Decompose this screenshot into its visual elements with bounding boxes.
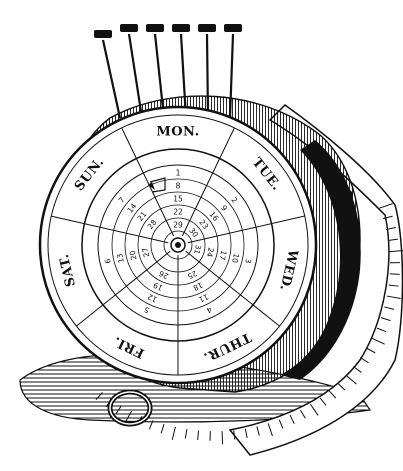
tape-tick — [353, 366, 362, 373]
tape-tick — [184, 429, 188, 439]
pin-shaft — [179, 33, 188, 119]
tape-tick — [310, 404, 319, 416]
dial-day-label: SAT. — [57, 252, 79, 288]
tape-tick — [389, 250, 403, 253]
tape-tick — [386, 295, 401, 300]
dial-date-number: 9 — [219, 204, 229, 214]
tape-tick — [124, 410, 133, 424]
dial-divider-line — [51, 215, 169, 244]
tape-tick — [328, 390, 337, 399]
dial-date-number: 27 — [140, 246, 151, 258]
tape-tick — [197, 430, 200, 441]
hanging-ring-icon — [107, 389, 153, 427]
pin-head-icon — [146, 24, 164, 32]
pin-head-icon — [198, 24, 216, 32]
tape-tick — [388, 284, 399, 287]
dial-date-number: 5 — [142, 305, 150, 315]
dial-date-number: 1 — [176, 169, 181, 178]
dial-divider-line — [121, 127, 175, 237]
pin-head-icon — [224, 24, 242, 32]
dial-divider-line — [187, 215, 305, 244]
tape-tick — [289, 414, 295, 425]
dial-date-number: 12 — [146, 292, 159, 304]
dial-day-label: MON. — [156, 125, 199, 140]
dial-date-number: 10 — [230, 253, 241, 265]
dial-date-number: 18 — [191, 280, 204, 292]
tape-tick — [115, 405, 122, 414]
dial-date-number: 4 — [205, 305, 213, 315]
tape-tick — [171, 426, 176, 441]
tape-tick — [345, 374, 357, 385]
pin-shaft — [101, 39, 122, 119]
pin-head-icon — [94, 30, 112, 38]
dial-divider-line — [76, 250, 171, 327]
pin-shaft — [228, 33, 235, 119]
dial-date-number: 20 — [128, 249, 139, 261]
tape-tick — [160, 423, 165, 434]
tape-tick — [385, 227, 396, 231]
tape-tick — [95, 392, 103, 400]
dial-date-number: 11 — [197, 292, 210, 304]
tape-tick — [366, 347, 376, 354]
dial-dividers — [51, 127, 305, 376]
dial-date-number: 31 — [192, 244, 203, 256]
tape-tick — [371, 337, 385, 345]
tape-tick — [148, 420, 154, 430]
dial-date-number: 2 — [229, 195, 239, 205]
tape-tick — [256, 426, 260, 436]
tape-tick — [233, 430, 236, 440]
dial-date-number: 8 — [176, 182, 181, 191]
dial-date-number: 22 — [173, 208, 183, 217]
tape-tick — [384, 306, 395, 310]
tape-tick — [360, 357, 369, 364]
calendar-dial: MON.TUE.WED.THUR.FRI.SAT.SUN. 1234567891… — [38, 105, 318, 385]
dial-date-number: 15 — [173, 195, 183, 204]
tape-tick — [388, 238, 399, 242]
dial-pointer-icon — [148, 177, 166, 193]
dial-date-number: 6 — [103, 258, 113, 265]
tape-tick — [300, 409, 306, 419]
dial-date-number: 13 — [115, 252, 126, 264]
pin-shaft — [205, 33, 210, 119]
pin-shaft — [127, 33, 144, 119]
dial-date-number: 25 — [186, 269, 199, 281]
dial-date-number: 24 — [205, 247, 216, 259]
pin-head-icon — [172, 24, 190, 32]
dial-date-number: 19 — [152, 280, 165, 292]
pin-row — [94, 24, 242, 119]
tape-tick — [389, 273, 400, 275]
tape-tick — [380, 317, 391, 322]
tape-tick — [278, 419, 284, 429]
pin-shaft — [153, 33, 166, 119]
dial-divider-line — [185, 250, 280, 327]
tape-tick — [382, 215, 393, 220]
dial-date-number: 29 — [173, 221, 183, 230]
dial-divider-line — [181, 127, 235, 237]
dial-date-number: 3 — [243, 258, 253, 265]
tape-tick — [267, 423, 273, 437]
tape-tick — [244, 428, 248, 439]
tape-tick — [376, 327, 387, 333]
dial-date-number: 26 — [157, 269, 170, 281]
pin-head-icon — [120, 24, 138, 32]
tape-tick — [379, 203, 393, 209]
tape-tick — [337, 382, 346, 391]
dial-date-number: 7 — [117, 195, 127, 205]
dial-hub-icon — [170, 237, 186, 253]
dial-date-number: 17 — [217, 250, 228, 262]
tape-tick-marks — [95, 203, 403, 445]
tape-tick — [221, 431, 224, 445]
tape-tick — [319, 397, 327, 406]
